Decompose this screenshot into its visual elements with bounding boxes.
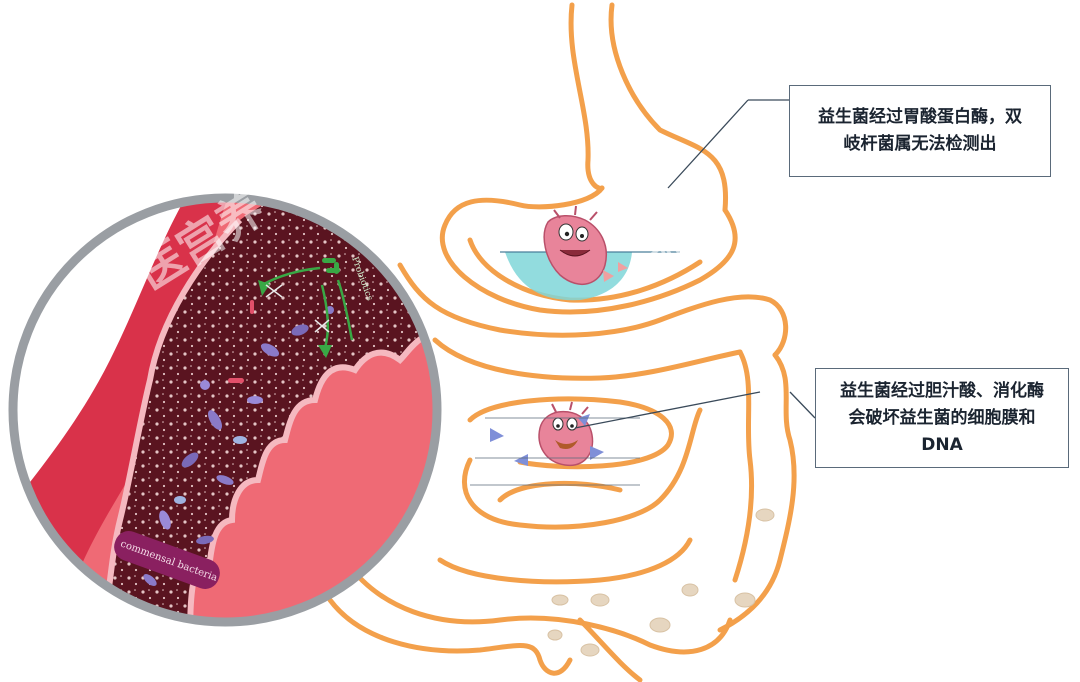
callout-intestine-line3: DNA [921,434,963,455]
small-intestine-loop [497,480,623,503]
rectum-outline [577,617,643,682]
small-intestine-loop [462,407,703,530]
small-intestine-loop [467,396,674,470]
intestine-zoom: Probiotics commensal bacteria [13,198,437,622]
transverse-colon-outline [397,262,789,358]
transverse-colon-inner [432,337,743,381]
callout-leader-stomach [667,99,749,189]
enzyme-arrow [514,454,528,466]
callout-intestine-line1: 益生菌经过胆汁酸、消化酶 [840,380,1044,401]
ascending-colon-outline [732,349,755,583]
callout-stomach-line1: 益生菌经过胃酸蛋白酶，双 [818,107,1022,127]
probiotic-stomach [543,205,628,285]
callout-intestine: 益生菌经过胆汁酸、消化酶 会破坏益生菌的细胞膜和 DNA [815,368,1069,468]
sigmoid-colon-outline [327,597,573,676]
probiotic-pathway [258,266,354,358]
enzyme-arrow [578,414,590,426]
zoom-lens-frame [8,193,442,627]
enzyme-arrow [490,428,504,442]
enzyme-arrow [590,446,604,460]
callout-stomach: 益生菌经过胃酸蛋白酶，双 岐杆菌属无法检测出 [789,85,1051,177]
callout-leader-intestine-2 [789,391,816,419]
callout-leader-intestine [574,391,761,429]
esophagus-outline [568,2,605,191]
small-intestine-loop [437,537,693,585]
esophagus-outline-inner [608,2,729,213]
sigmoid-colon-inner [342,557,733,655]
blocked-cross-icon [265,284,330,333]
stomach-outline [439,185,738,315]
digestive-tract [327,2,797,682]
probiotic-intestine [470,401,640,486]
callout-stomach-line2: 岐杆菌属无法检测出 [843,134,997,154]
descending-colon-outline [717,352,797,633]
probiotic-cluster-icon [322,258,340,274]
callout-intestine-line2: 会破坏益生菌的细胞膜和 [848,407,1036,428]
commensal-bacteria-cluster [143,300,334,586]
colon-contents [547,508,775,657]
